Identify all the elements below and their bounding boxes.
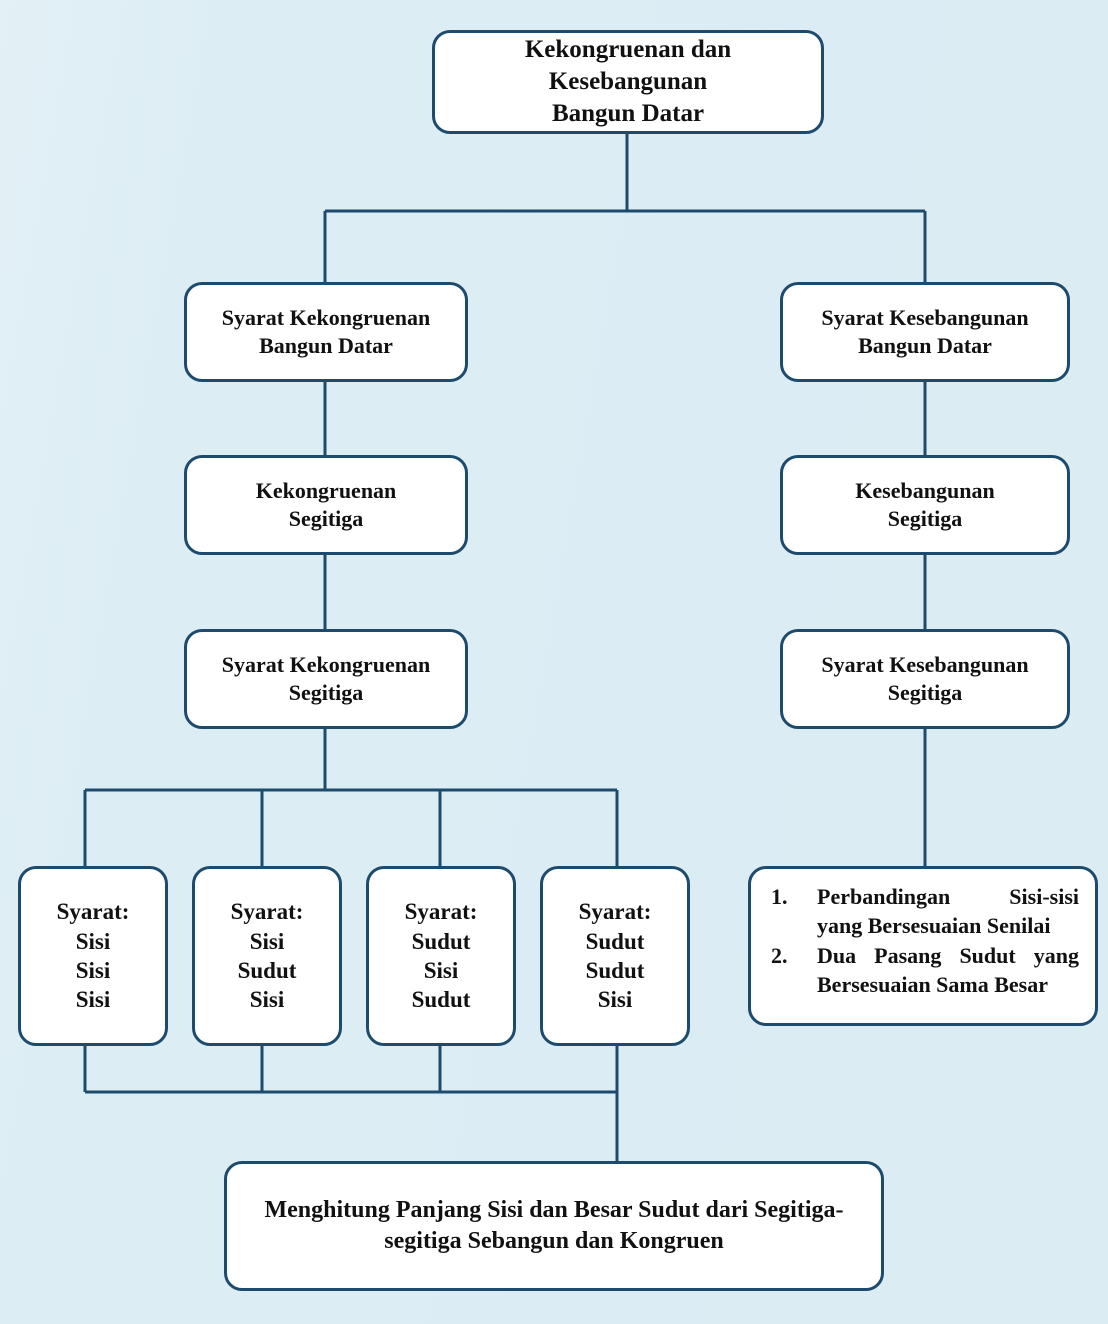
node-kesebangunan-segitiga[interactable]: Kesebangunan Segitiga: [780, 455, 1070, 555]
node-criteria-4[interactable]: Syarat: Sudut Sudut Sisi: [540, 866, 690, 1046]
node-similarity-conditions[interactable]: 1. Perbandingan Sisi-sisi yang Bersesuai…: [748, 866, 1098, 1026]
node-criteria-1[interactable]: Syarat: Sisi Sisi Sisi: [18, 866, 168, 1046]
list-item-text: Perbandingan Sisi-sisi yang Bersesuaian …: [817, 883, 1079, 940]
similarity-conditions-list: 1. Perbandingan Sisi-sisi yang Bersesuai…: [765, 883, 1079, 999]
node-syarat-kesebangunan-bangun-datar[interactable]: Syarat Kesebangunan Bangun Datar: [780, 282, 1070, 382]
list-item-line-2: Bersesuaian Sama Besar: [817, 971, 1048, 997]
list-item-text: Dua Pasang Sudut yang Bersesuaian Sama B…: [817, 942, 1079, 999]
node-criteria-2-label: Syarat: Sisi Sudut Sisi: [230, 899, 304, 1013]
node-syarat-kekongruenan-bangun-datar[interactable]: Syarat Kekongruenan Bangun Datar: [184, 282, 468, 382]
node-root[interactable]: Kekongruenan dan Kesebangunan Bangun Dat…: [432, 30, 824, 134]
list-item-line-1: Perbandingan Sisi-sisi: [817, 884, 1079, 909]
node-criteria-2[interactable]: Syarat: Sisi Sudut Sisi: [192, 866, 342, 1046]
node-syarat-kesebangunan-bangun-datar-label: Syarat Kesebangunan Bangun Datar: [821, 304, 1029, 358]
node-root-label: Kekongruenan dan Kesebangunan Bangun Dat…: [524, 36, 732, 127]
list-item-line-2: yang Bersesuaian Senilai: [817, 912, 1051, 938]
node-kekongruenan-segitiga-label: Kekongruenan Segitiga: [255, 477, 397, 531]
node-criteria-1-label: Syarat: Sisi Sisi Sisi: [56, 899, 130, 1013]
node-criteria-3[interactable]: Syarat: Sudut Sisi Sudut: [366, 866, 516, 1046]
list-item-number: 2.: [771, 943, 788, 969]
node-criteria-4-label: Syarat: Sudut Sudut Sisi: [578, 899, 652, 1013]
node-conclusion[interactable]: Menghitung Panjang Sisi dan Besar Sudut …: [224, 1161, 884, 1291]
node-conclusion-label: Menghitung Panjang Sisi dan Besar Sudut …: [264, 1197, 844, 1254]
node-syarat-kekongruenan-segitiga[interactable]: Syarat Kekongruenan Segitiga: [184, 629, 468, 729]
node-syarat-kekongruenan-segitiga-label: Syarat Kekongruenan Segitiga: [221, 651, 431, 705]
node-kekongruenan-segitiga[interactable]: Kekongruenan Segitiga: [184, 455, 468, 555]
node-syarat-kesebangunan-segitiga-label: Syarat Kesebangunan Segitiga: [821, 651, 1029, 705]
node-syarat-kesebangunan-segitiga[interactable]: Syarat Kesebangunan Segitiga: [780, 629, 1070, 729]
list-item-number: 1.: [771, 884, 788, 909]
node-kesebangunan-segitiga-label: Kesebangunan Segitiga: [855, 477, 995, 531]
node-syarat-kekongruenan-bangun-datar-label: Syarat Kekongruenan Bangun Datar: [221, 304, 431, 358]
list-item[interactable]: 1. Perbandingan Sisi-sisi yang Bersesuai…: [765, 883, 1079, 940]
list-item-line-1: Dua Pasang Sudut yang: [817, 943, 1079, 969]
list-item[interactable]: 2. Dua Pasang Sudut yang Bersesuaian Sam…: [765, 942, 1079, 999]
node-criteria-3-label: Syarat: Sudut Sisi Sudut: [404, 899, 478, 1013]
